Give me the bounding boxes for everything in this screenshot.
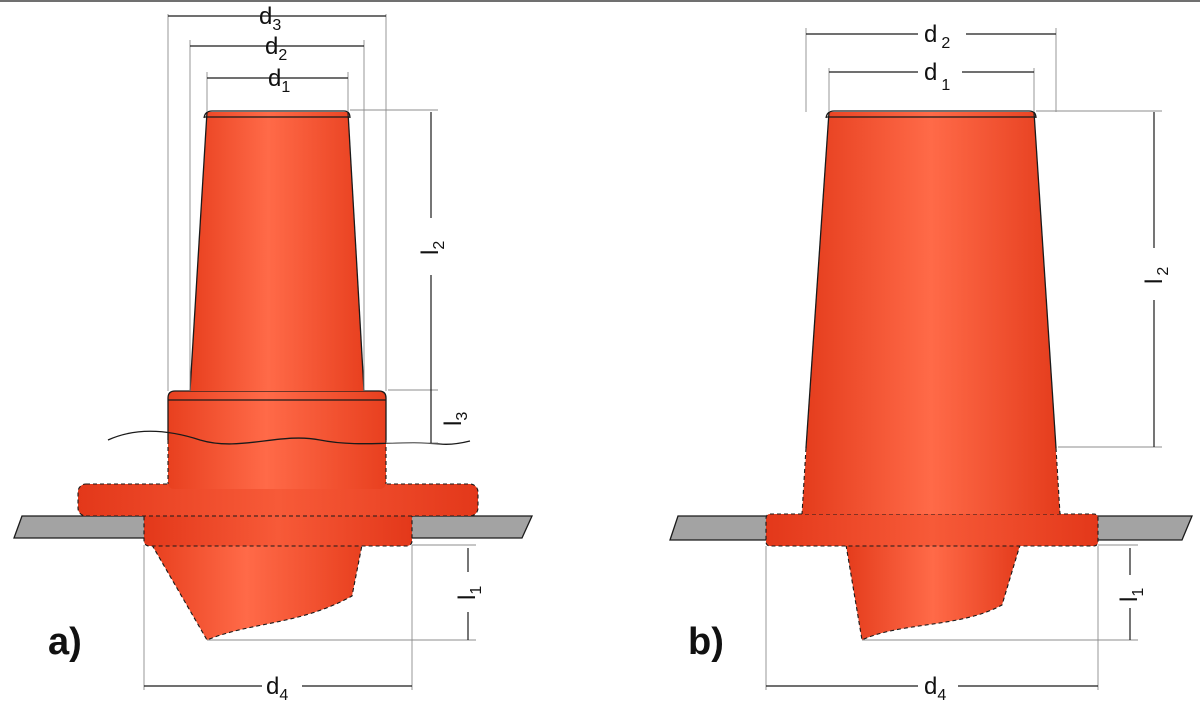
- cone-b: [802, 112, 1060, 514]
- panel-label-b: b): [688, 621, 724, 663]
- cone-b-right-edge: [1033, 111, 1057, 449]
- cone-b-left-edge: [805, 111, 830, 449]
- cone-a-left-edge: [189, 111, 208, 392]
- label-l2-a: l2: [417, 241, 448, 255]
- svg-text:l2: l2: [417, 241, 448, 255]
- cone-a-top-outline: [203, 110, 351, 119]
- label-l1-b: l1: [1116, 588, 1147, 602]
- break-line-a: [107, 430, 471, 445]
- label-d1-a: d1: [268, 65, 290, 96]
- panel-label-a: a): [48, 621, 82, 663]
- flange-lower-a: [144, 508, 412, 546]
- label-l3-a: l3: [440, 412, 471, 426]
- cone-a-right-edge: [347, 111, 365, 392]
- cone-b-top-outline: [825, 110, 1037, 119]
- shank-a: [152, 545, 362, 640]
- plate-left-b: [669, 515, 769, 541]
- shank-b-outline: [845, 544, 1021, 641]
- label-l2-b: l2: [1141, 267, 1172, 284]
- label-d3-a: d3: [259, 3, 281, 34]
- plate-right-a: [409, 515, 534, 539]
- washer-a: [78, 484, 478, 516]
- label-d4-a: d4: [266, 673, 288, 703]
- label-d4-b: d4: [924, 673, 946, 703]
- cone-a: [190, 112, 364, 391]
- shank-b: [846, 545, 1020, 640]
- flange-b: [766, 514, 1098, 546]
- label-d2-a: d2: [265, 33, 287, 64]
- label-l1-a: l1: [454, 586, 485, 600]
- plate-left-a: [13, 515, 147, 539]
- svg-text:l1: l1: [454, 586, 485, 600]
- panel-a: d3 d2 d1 l2 l3 l1 d4 a): [13, 3, 534, 703]
- svg-text:l1: l1: [1116, 588, 1147, 602]
- svg-text:l3: l3: [440, 412, 471, 426]
- plate-right-b: [1095, 515, 1193, 541]
- svg-text:l2: l2: [1141, 267, 1172, 284]
